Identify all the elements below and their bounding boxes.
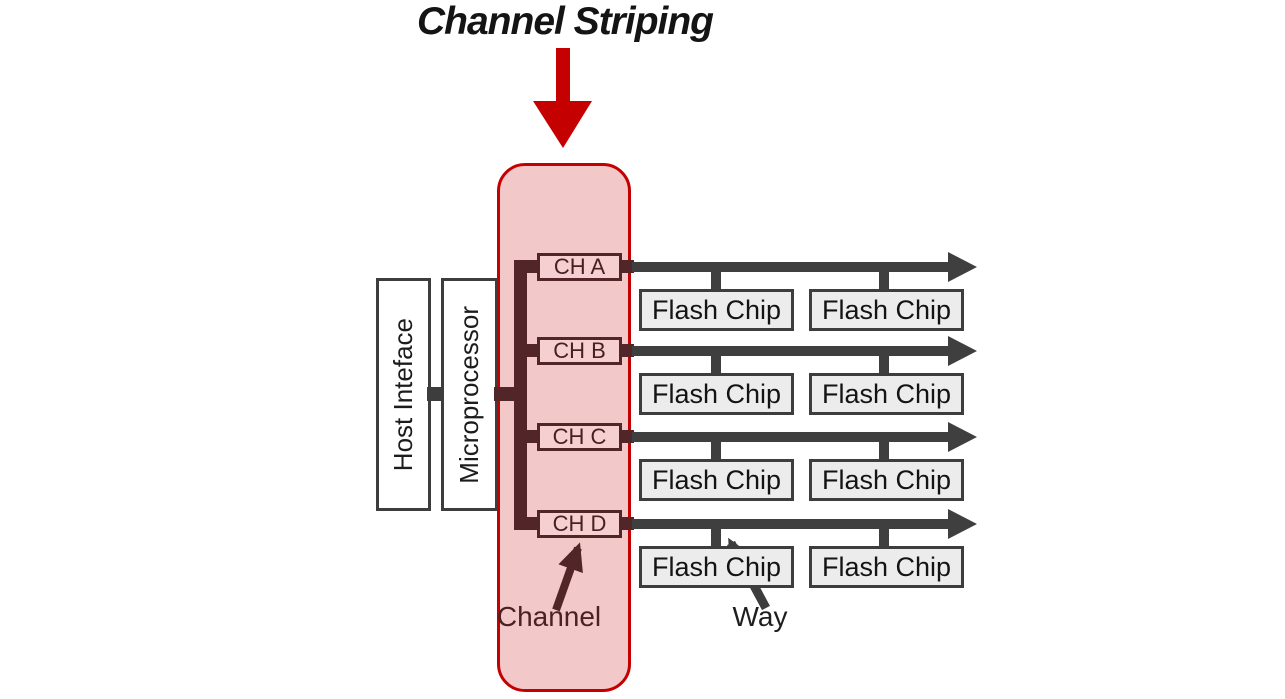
trunk-branch [514,430,544,443]
way-stub [879,529,889,547]
way-stub [879,272,889,290]
way-stub [879,356,889,374]
flash-chip: Flash Chip [639,546,794,588]
channel-bus-stub [619,517,634,530]
way-stub [711,529,721,547]
way-annotation-label: Way [732,601,788,632]
flash-chip: Flash Chip [809,289,964,331]
way-stub [711,356,721,374]
way-stub [879,442,889,460]
flash-chip: Flash Chip [809,459,964,501]
bus-line [632,432,948,442]
channel-annotation-label: Channel [496,601,602,632]
flash-chip: Flash Chip [639,373,794,415]
bus-arrowhead-icon [948,336,977,366]
page-title: Channel Striping [417,0,714,43]
channel-bus-stub [619,344,634,357]
bus-line [632,346,948,356]
flash-chip: Flash Chip [639,459,794,501]
flash-chip: Flash Chip [809,546,964,588]
microprocessor-trunk-connector [494,387,518,401]
channel-box-a: CH A [537,253,622,281]
channel-box-d: CH D [537,510,622,538]
bus-line [632,262,948,272]
trunk-branch [514,344,544,357]
bus-line [632,519,948,529]
channel-trunk-line [514,261,527,530]
trunk-branch [514,260,544,273]
channel-box-b: CH B [537,337,622,365]
channel-box-c: CH C [537,423,622,451]
bus-arrowhead-icon [948,252,977,282]
trunk-branch [514,517,544,530]
way-stub [711,272,721,290]
channel-bus-stub [619,430,634,443]
flash-chip: Flash Chip [639,289,794,331]
way-stub [711,442,721,460]
channel-bus-stub [619,260,634,273]
bus-arrowhead-icon [948,422,977,452]
flash-chip: Flash Chip [809,373,964,415]
bus-arrowhead-icon [948,509,977,539]
host-microprocessor-connector [427,387,444,401]
